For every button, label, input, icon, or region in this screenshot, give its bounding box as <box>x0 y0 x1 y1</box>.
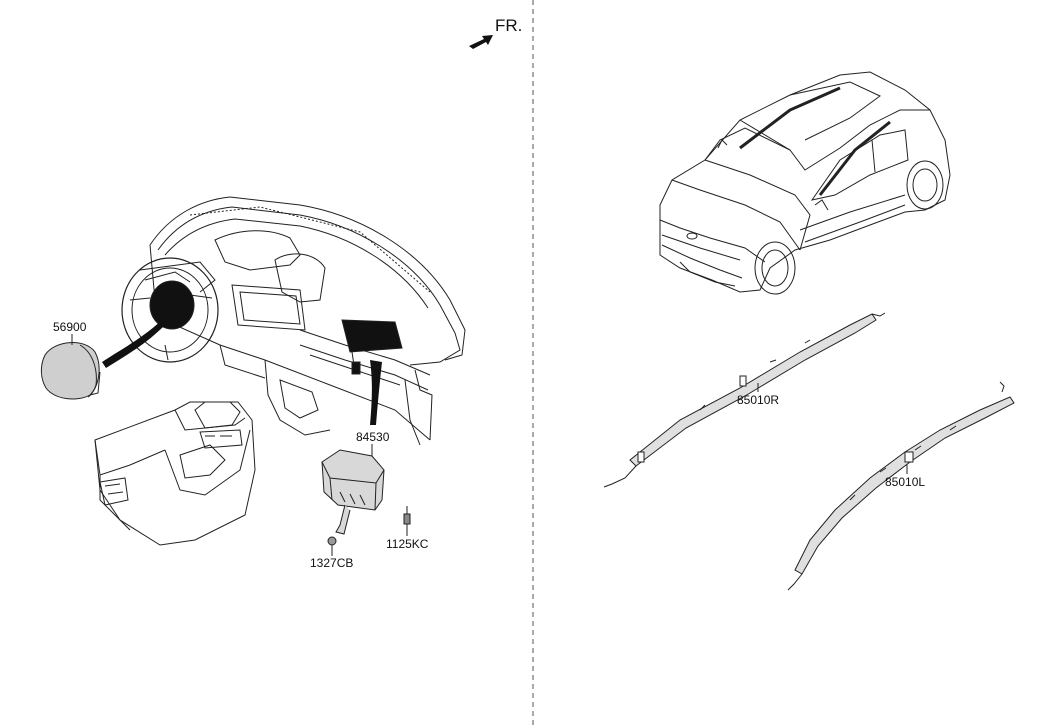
passenger-airbag-leader-arrow <box>370 360 382 425</box>
driver-airbag-leader-arrow <box>102 320 165 368</box>
driver-airbag-part <box>40 342 101 400</box>
curtain-airbag-right-part <box>603 312 886 488</box>
curtain-airbag-left-part <box>787 381 1015 591</box>
bolt-part <box>403 506 411 536</box>
front-direction-label: FR. <box>495 16 523 35</box>
vehicle-illustration <box>659 71 951 295</box>
passenger-airbag-part <box>321 449 385 535</box>
dashboard-illustration <box>121 196 466 446</box>
bracket-fastener-part <box>327 536 337 556</box>
part-number-56900: 56900 <box>53 320 87 334</box>
part-number-1125KC: 1125KC <box>386 537 429 551</box>
part-number-84530: 84530 <box>356 430 390 444</box>
center-console-illustration <box>94 401 256 546</box>
front-direction-arrow-icon <box>469 35 493 49</box>
part-number-1327CB: 1327CB <box>310 556 354 570</box>
part-number-85010R: 85010R <box>737 393 780 407</box>
part-number-85010L: 85010L <box>885 475 926 489</box>
